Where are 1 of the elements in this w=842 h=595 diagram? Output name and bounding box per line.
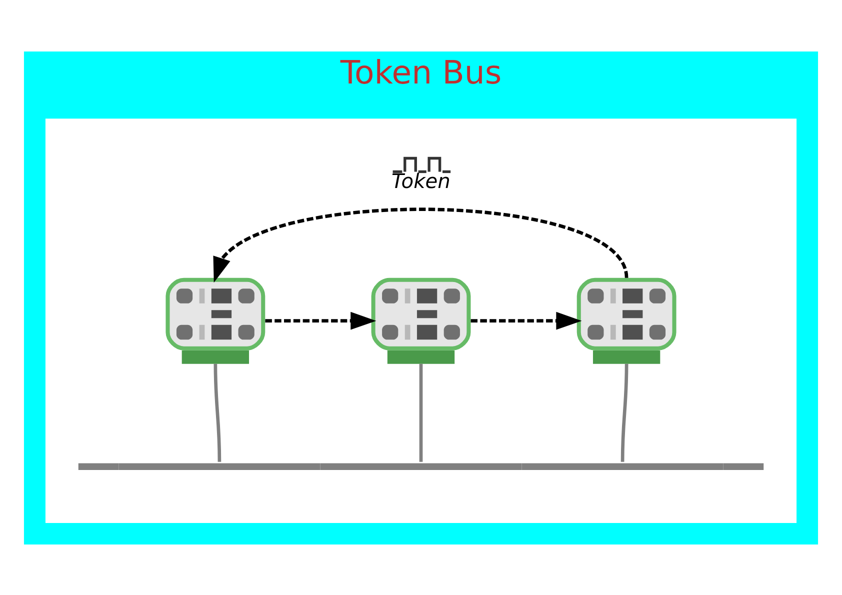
label: Token (391, 168, 450, 192)
